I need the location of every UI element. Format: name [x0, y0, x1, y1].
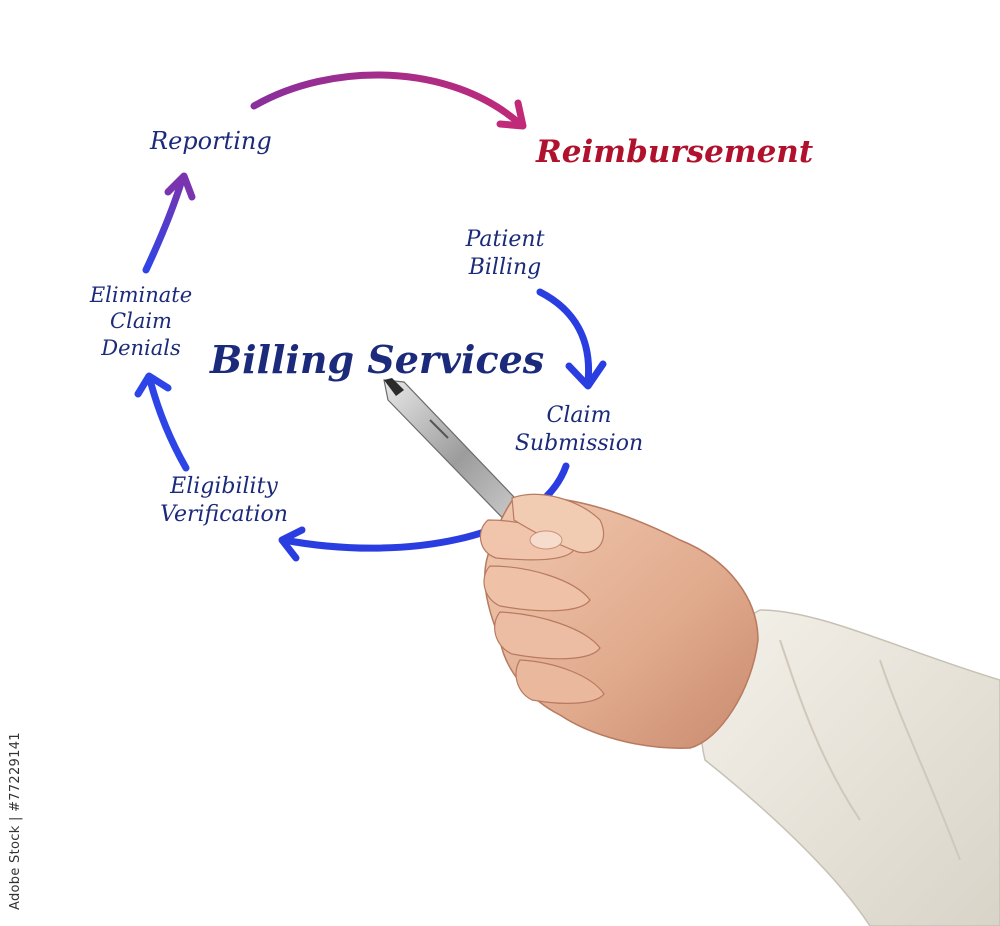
arrow-claim-submission-to-eligibility [278, 462, 570, 562]
arrow-patient-billing-to-claim-submission [536, 288, 607, 390]
diagram-title: Billing Services [210, 337, 545, 382]
outcome-reimbursement: Reimbursement [536, 134, 814, 170]
step-eliminate-claim-denials: Eliminate Claim Denials [89, 283, 193, 360]
stock-credit-watermark: Adobe Stock | #77229141 [8, 732, 23, 910]
hand [479, 493, 759, 749]
arrow-reporting-to-reimbursement [250, 71, 527, 130]
step-reporting: Reporting [150, 127, 272, 155]
arrow-eligibility-to-eliminate-denials [134, 372, 190, 472]
step-claim-submission: Claim Submission [514, 403, 644, 456]
step-patient-billing: Patient Billing [465, 227, 545, 280]
arrow-eliminate-denials-to-reporting [142, 172, 196, 274]
shirt-sleeve [700, 609, 1000, 926]
step-eligibility-verification: Eligibility Verification [160, 474, 288, 527]
